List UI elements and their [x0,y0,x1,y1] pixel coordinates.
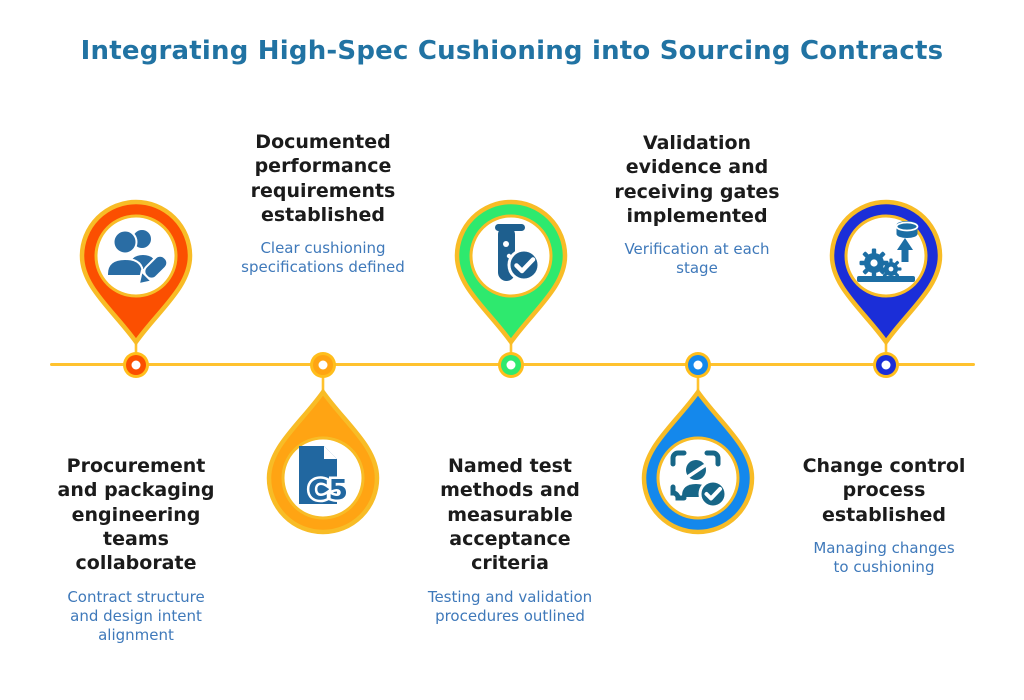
process-improvement-icon [857,221,919,282]
up-arrow-icon [901,247,909,262]
checkmark-icon [704,487,722,501]
page-title: Integrating High-Spec Cushioning into So… [80,36,944,66]
milestone-subheading: Clear cushioning specifications defined [241,239,405,277]
milestone-subheading: Managing changes to cushioning [813,538,955,576]
milestone-subheading: Verification at each stage [624,240,770,278]
timeline-pin-5 [829,199,943,378]
document-c5-icon: C5 [299,446,351,509]
milestone-heading: Validation evidence and receiving gates … [614,132,780,227]
document-label: C5 [308,473,348,506]
milestone-heading: Documented performance requirements esta… [250,131,396,226]
gear-small-icon [880,258,902,280]
pencil-icon [137,254,169,286]
milestone-1-text: Procurement and packaging engineering te… [30,454,242,645]
cylinder-icon [895,221,919,238]
timeline-pin-2: C5 [266,352,380,535]
milestone-5-text: Change control process established Manag… [768,454,1000,577]
milestone-2-text: Documented performance requirements esta… [205,130,441,277]
timeline-pin-3 [454,199,568,378]
milestone-3-text: Named test methods and measurable accept… [398,454,622,626]
timeline-pin-4 [641,352,755,535]
milestone-heading: Procurement and packaging engineering te… [57,455,215,575]
checkmark-icon [514,257,536,274]
milestone-heading: Change control process established [802,455,966,526]
milestone-subheading: Testing and validation procedures outlin… [427,587,593,625]
milestone-heading: Named test methods and measurable accept… [440,455,580,575]
test-tube-check-icon [495,224,541,282]
milestone-4-text: Validation evidence and receiving gates … [580,131,814,278]
milestone-subheading: Contract structure and design intent ali… [67,587,205,644]
team-edit-icon [106,228,169,286]
gear-icon [859,248,889,278]
timeline-pin-1 [79,199,193,378]
person-verify-scan-icon [670,450,728,509]
